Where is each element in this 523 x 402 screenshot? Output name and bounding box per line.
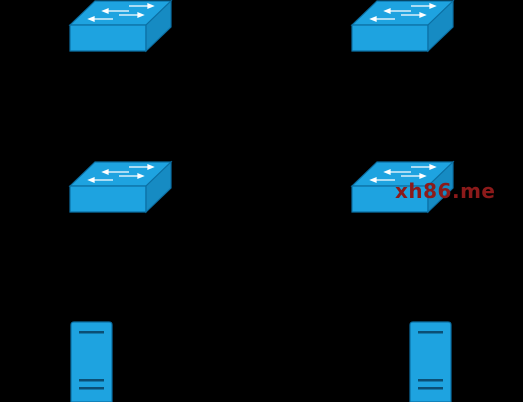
switch-side-face <box>145 160 172 214</box>
network-switch-icon <box>350 0 455 54</box>
server-slot-lower <box>418 387 443 390</box>
switch-arrows <box>369 3 437 22</box>
switch-front-face <box>69 185 147 213</box>
server-slot-lower <box>79 387 104 390</box>
switch-side-face <box>427 160 454 214</box>
server-body <box>409 321 452 402</box>
network-switch-icon <box>350 160 455 215</box>
server-slot-top <box>418 331 443 334</box>
server-tower-icon <box>70 321 114 402</box>
switch-side-face <box>427 0 454 53</box>
network-switch-icon <box>68 160 173 215</box>
network-switch-icon <box>68 0 173 54</box>
server-slot-top <box>79 331 104 334</box>
switch-front-face <box>69 24 147 52</box>
switch-side-face <box>145 0 172 53</box>
switch-arrows <box>87 164 155 183</box>
switch-arrows <box>87 3 155 22</box>
watermark-text: xh86.me <box>395 179 496 203</box>
switch-front-face <box>351 24 429 52</box>
switch-arrows <box>369 164 437 183</box>
server-slot-upper <box>418 379 443 382</box>
server-tower-icon <box>409 321 453 402</box>
server-body <box>70 321 113 402</box>
server-slot-upper <box>79 379 104 382</box>
